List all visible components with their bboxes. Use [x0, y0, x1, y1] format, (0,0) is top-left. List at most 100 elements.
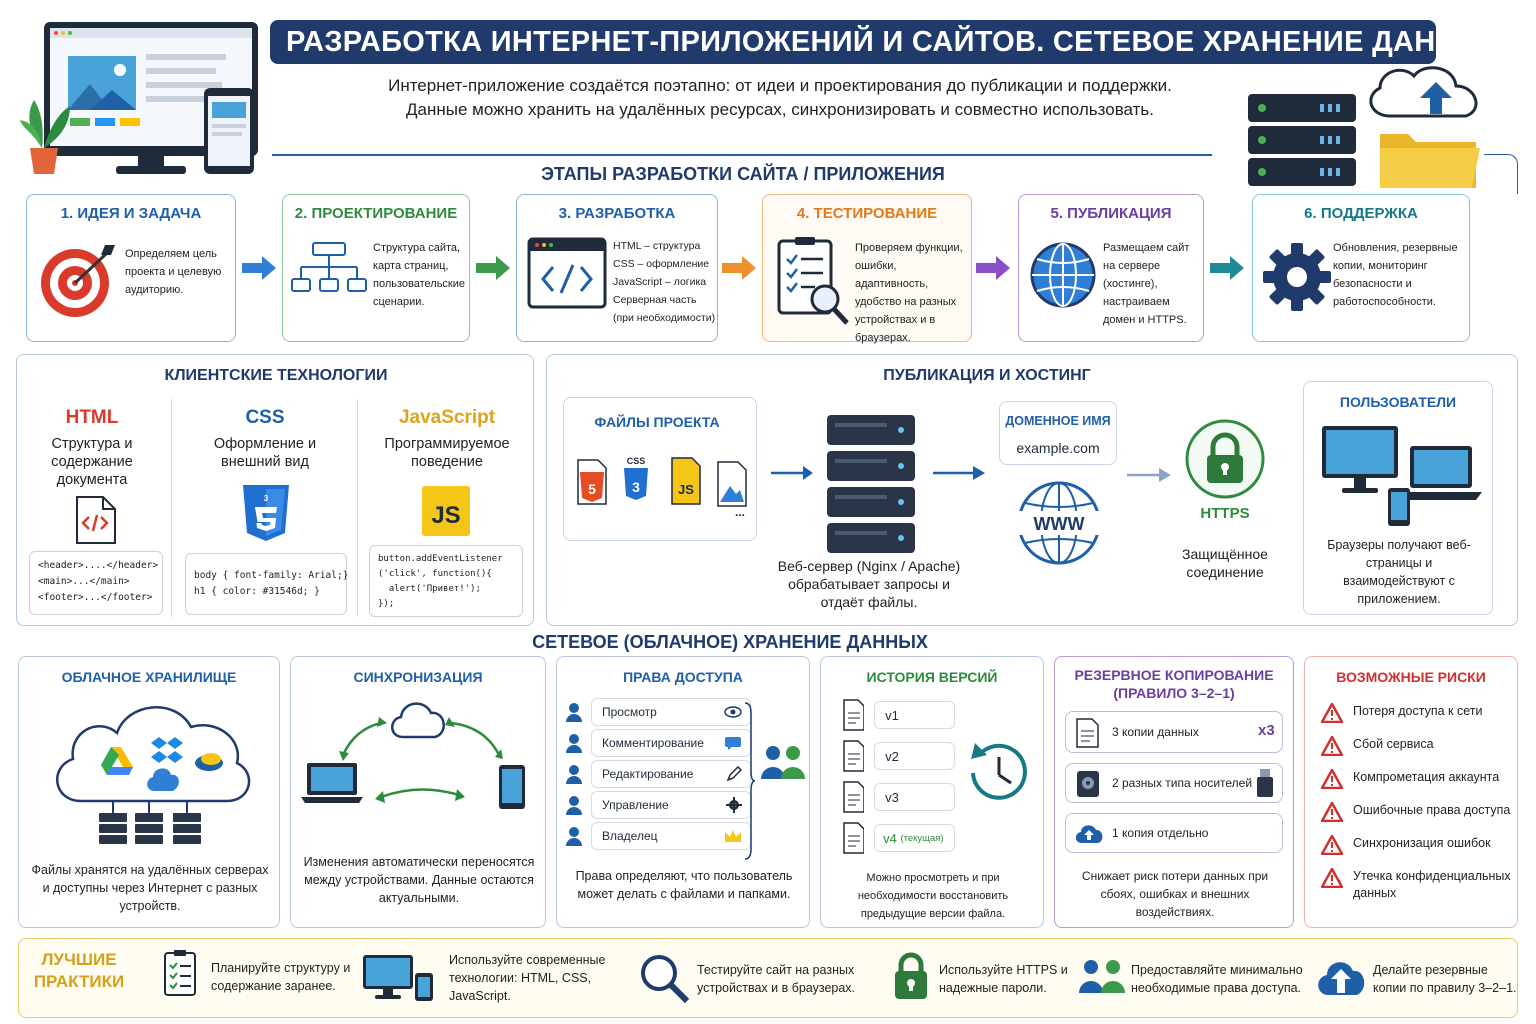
- risk-item: Утечка конфиденциальных данных: [1321, 868, 1517, 908]
- cloud-storage-card: ОБЛАЧНОЕ ХРАНИЛИЩЕ Файлы хранятся на уда…: [18, 656, 280, 928]
- stage-5-text: Размещаем сайт на сервере (хостинге), на…: [1103, 242, 1190, 326]
- web-server-text: Веб-сервер (Nginx / Apache) обрабатывает…: [777, 558, 961, 610]
- gear-icon: [726, 797, 742, 813]
- best-practice-4: Используйте HTTPS и надежные пароли.: [939, 963, 1068, 995]
- user-icon: [566, 765, 582, 784]
- arrow-right-icon: [722, 256, 756, 280]
- crown-icon: [725, 830, 741, 842]
- versions-card: ИСТОРИЯ ВЕРСИЙ v1 v2 v3 v4 (текущая) Мож…: [820, 656, 1044, 928]
- https-text: Защищённое соединение: [1182, 546, 1268, 580]
- arrow-right-icon: [771, 466, 813, 480]
- hosting-title: ПУБЛИКАЦИЯ И ХОСТИНГ: [883, 367, 1091, 384]
- risk-item: Потеря доступа к сети: [1321, 703, 1517, 735]
- sitemap-icon: [291, 242, 367, 292]
- checklist-icon: [164, 950, 196, 996]
- svg-text:WWW: WWW: [1034, 514, 1085, 534]
- hard-drive-icon: [1077, 771, 1099, 797]
- js-code-sample: button.addEventListener ('click', functi…: [369, 545, 523, 617]
- users-text: Браузеры получают веб-страницы и взаимод…: [1327, 538, 1471, 606]
- backup-subtitle: (ПРАВИЛО 3–2–1): [1113, 685, 1235, 701]
- history-clock-icon: [971, 743, 1027, 800]
- users-group-icon: [1079, 960, 1125, 993]
- backup-item-copies: 3 копии данных x3: [1065, 711, 1283, 753]
- stage-6-text: Обновления, резервные копии, мониторинг …: [1333, 242, 1458, 308]
- risks-card: ВОЗМОЖНЫЕ РИСКИ Потеря доступа к сети Сб…: [1304, 656, 1518, 928]
- css-code-sample: body { font-family: Arial;} h1 { color: …: [185, 553, 348, 615]
- gear-icon: [1263, 243, 1331, 311]
- user-icon: [566, 827, 582, 846]
- project-files-icon: 5 CSS 3 JS ...: [577, 456, 747, 519]
- backup-item-offsite: 1 копия отдельно: [1065, 813, 1283, 853]
- document-icon: [843, 699, 865, 731]
- access-title: ПРАВА ДОСТУПА: [623, 669, 743, 685]
- stage-6-card: 6. ПОДДЕРЖКА Обновления, резервные копии…: [1252, 194, 1470, 342]
- cloud-storage-icon: [56, 706, 251, 844]
- access-item-manage: Управление: [565, 790, 755, 820]
- access-text: Права определяют, что пользователь может…: [575, 869, 793, 901]
- domain-title: ДОМЕННОЕ ИМЯ: [1005, 414, 1111, 428]
- www-globe-icon: WWW: [1017, 481, 1101, 565]
- cloud-upload-icon: [1075, 825, 1103, 843]
- arrow-right-icon: [1127, 468, 1171, 482]
- html-desc: Структура и содержание документа: [51, 436, 133, 488]
- warning-icon: [1321, 802, 1343, 822]
- risks-list: Потеря доступа к сети Сбой сервиса Компр…: [1321, 703, 1517, 908]
- stage-5-card: 5. ПУБЛИКАЦИЯ Размещаем сайт на сервере …: [1018, 194, 1204, 342]
- css3-logo-icon: 3: [243, 485, 289, 541]
- lock-icon: [895, 952, 927, 999]
- access-item-owner: Владелец: [565, 821, 755, 851]
- warning-icon: [1321, 736, 1343, 756]
- comment-icon: [725, 737, 741, 750]
- code-window-icon: [527, 237, 607, 309]
- domain-card: ДОМЕННОЕ ИМЯ example.com: [999, 401, 1117, 465]
- versions-title: ИСТОРИЯ ВЕРСИЙ: [866, 669, 998, 685]
- stage-2-title: 2. ПРОЕКТИРОВАНИЕ: [294, 205, 458, 222]
- stage-4-text: Проверяем функции, ошибки, адаптивность,…: [855, 242, 963, 344]
- hosting-panel: ПУБЛИКАЦИЯ И ХОСТИНГ ФАЙЛЫ ПРОЕКТА 5 CSS…: [546, 354, 1518, 626]
- svg-text:5: 5: [588, 481, 596, 497]
- project-files-card: ФАЙЛЫ ПРОЕКТА 5 CSS 3 JS ...: [563, 397, 757, 541]
- stage-4-title: 4. ТЕСТИРОВАНИЕ: [796, 205, 938, 222]
- best-practice-2: Используйте современные технологии: HTML…: [449, 953, 606, 1003]
- user-icon: [566, 734, 582, 753]
- server-cloud-folder-icon: [1248, 66, 1480, 188]
- arrow-right-icon: [1210, 256, 1244, 280]
- sync-text: Изменения автоматически переносятся межд…: [303, 855, 535, 905]
- computer-phone-plant-icon: [20, 22, 258, 174]
- svg-text:JS: JS: [431, 502, 460, 529]
- intro-line-2: Данные можно хранить на удалённых ресурс…: [406, 100, 1154, 119]
- stage-6-title: 6. ПОДДЕРЖКА: [1304, 205, 1418, 222]
- sync-title: СИНХРОНИЗАЦИЯ: [353, 669, 483, 685]
- risks-title: ВОЗМОЖНЫЕ РИСКИ: [1336, 669, 1486, 685]
- html-file-icon: [76, 496, 116, 544]
- web-server-icon: [827, 415, 915, 553]
- html-code-sample: <header>....</header> <main>...</main> <…: [29, 551, 163, 615]
- best-practice-5: Предоставляйте минимально необходимые пр…: [1131, 963, 1303, 995]
- access-item-edit: Редактирование: [565, 759, 755, 789]
- target-icon: [41, 245, 115, 317]
- warning-icon: [1321, 835, 1343, 855]
- sync-card: СИНХРОНИЗАЦИЯ Изменения автоматически пе…: [290, 656, 546, 928]
- js-name: JavaScript: [398, 407, 496, 428]
- stage-1-card: 1. ИДЕЯ И ЗАДАЧА Определяем цель проекта…: [26, 194, 236, 342]
- cloud-storage-title: ОБЛАЧНОЕ ХРАНИЛИЩЕ: [61, 669, 237, 685]
- css-desc: Оформление и внешний вид: [213, 436, 317, 470]
- sync-devices-icon: [301, 702, 525, 809]
- backup-card: РЕЗЕРВНОЕ КОПИРОВАНИЕ (ПРАВИЛО 3–2–1) 3 …: [1054, 656, 1294, 928]
- stage-1-text: Определяем цель проекта и целевую аудито…: [125, 248, 222, 296]
- pencil-icon: [726, 766, 742, 782]
- best-practice-1: Планируйте структуру и содержание заране…: [211, 961, 351, 993]
- page-title: РАЗРАБОТКА ИНТЕРНЕТ-ПРИЛОЖЕНИЙ И САЙТОВ.…: [270, 20, 1436, 64]
- warning-icon: [1321, 868, 1343, 888]
- risk-item: Синхронизация ошибок: [1321, 835, 1517, 867]
- js-logo-icon: JS: [422, 486, 470, 536]
- arrow-right-icon: [933, 466, 985, 480]
- warning-icon: [1321, 703, 1343, 723]
- x3-badge: x3: [1258, 722, 1275, 739]
- version-item-current: v4 (текущая): [843, 818, 955, 858]
- svg-text:JS: JS: [678, 482, 694, 497]
- lock-icon: [1185, 419, 1265, 499]
- stage-4-card: 4. ТЕСТИРОВАНИЕ Проверяем функции, ошибк…: [762, 194, 972, 344]
